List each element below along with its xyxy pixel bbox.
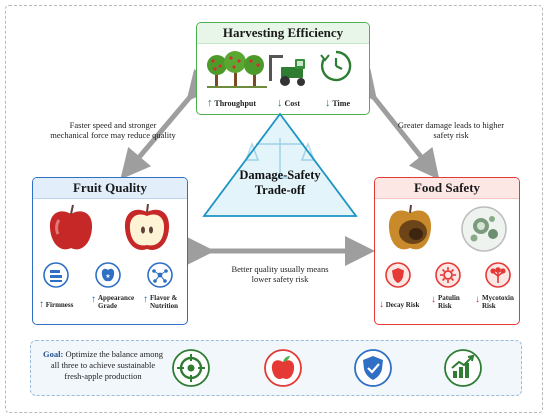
metric-time: ↓ Time xyxy=(325,97,350,109)
metric-appearance-grade: ↑ Appearance Grade xyxy=(91,294,135,310)
fruit-quality-title: Fruit Quality xyxy=(33,178,187,199)
harvesting-efficiency-title: Harvesting Efficiency xyxy=(197,23,369,44)
mycotoxin-risk-icon xyxy=(485,262,511,288)
metric-mycotoxin-risk: ↓ Mycotoxin Risk xyxy=(475,294,514,310)
harvester-machine-icon xyxy=(269,55,305,86)
center-title-line1: Damage-Safety xyxy=(239,168,321,182)
mold-petri-dish-icon xyxy=(461,206,507,252)
harvesting-efficiency-box: Harvesting Efficiency xyxy=(196,22,370,115)
goal-bar: Goal: Optimize the balance among all thr… xyxy=(30,340,522,396)
patulin-risk-icon xyxy=(435,262,461,288)
relation-note-left: Faster speed and stronger mechanical for… xyxy=(50,120,176,140)
shield-check-icon xyxy=(354,349,392,387)
rotten-apple-icon xyxy=(388,204,432,250)
clock-icon xyxy=(320,50,352,82)
svg-text:★: ★ xyxy=(105,273,110,280)
outer-frame xyxy=(5,5,543,413)
goal-label: Goal: xyxy=(43,349,64,359)
apple-trees-icon xyxy=(207,51,267,88)
arrow-efficiency-quality xyxy=(120,68,218,180)
relation-note-bottom: Better quality usually means lower safet… xyxy=(231,264,329,284)
goal-text: Goal: Optimize the balance among all thr… xyxy=(41,349,165,382)
center-title-line2: Trade-off xyxy=(254,183,306,197)
metric-throughput: ↑ Throughput xyxy=(207,97,257,109)
metric-cost: ↓ Cost xyxy=(277,97,301,109)
appearance-grade-icon: ★ xyxy=(95,262,121,288)
damage-safety-triangle xyxy=(202,112,358,217)
relation-note-right: Greater damage leads to higher safety ri… xyxy=(397,120,505,140)
arrow-efficiency-safety xyxy=(346,68,440,180)
goal-description: Optimize the balance among all three to … xyxy=(50,349,163,381)
scale-icon xyxy=(244,138,316,179)
cut-apple-icon xyxy=(124,203,170,250)
whole-apple-icon xyxy=(49,204,93,250)
target-icon xyxy=(172,349,210,387)
flavor-nutrition-icon xyxy=(147,262,173,288)
metric-decay-risk: ↓ Decay Risk xyxy=(379,299,420,310)
metric-firmness: ↑ Firmness xyxy=(39,299,74,310)
center-title: Damage-Safety Trade-off xyxy=(220,168,340,198)
apple-icon xyxy=(264,349,302,387)
food-safety-box: Food Safety xyxy=(374,177,520,325)
firmness-icon xyxy=(43,262,69,288)
food-safety-title: Food Safety xyxy=(375,178,519,199)
fruit-quality-box: Fruit Quality ★ xyxy=(32,177,188,325)
growth-chart-icon xyxy=(444,349,482,387)
metric-patulin-risk: ↓ Patulin Risk xyxy=(431,294,460,310)
metric-flavor-nutrition: ↑ Flavor & Nutrition xyxy=(143,294,178,310)
decay-risk-icon xyxy=(385,262,411,288)
